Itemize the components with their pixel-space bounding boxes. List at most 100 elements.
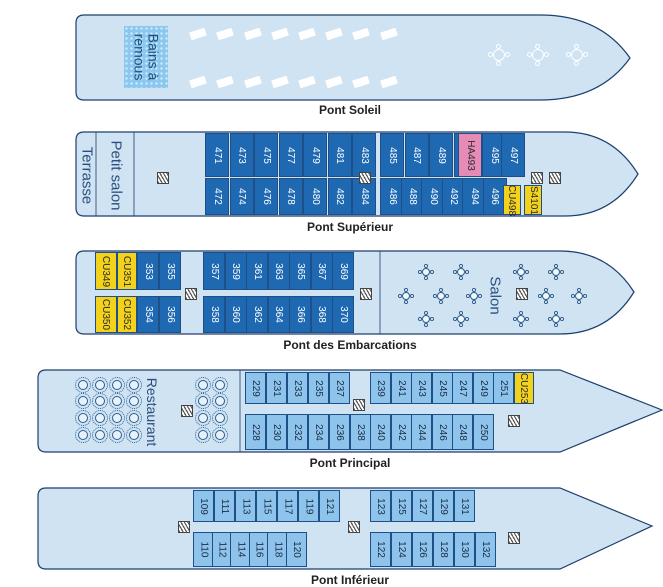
cabin-number: 119 bbox=[302, 498, 314, 514]
cabin-CU352[interactable]: CU352 bbox=[117, 296, 137, 333]
cabin-489[interactable]: 489 bbox=[429, 133, 453, 177]
cabin-128[interactable]: 128 bbox=[433, 532, 454, 567]
cabin-477[interactable]: 477 bbox=[278, 133, 303, 177]
cabin-number: 117 bbox=[281, 498, 293, 514]
cabin-number: 131 bbox=[459, 497, 470, 515]
cabin-number: 115 bbox=[260, 498, 272, 514]
dining-table-icon bbox=[126, 427, 142, 443]
cabin-471[interactable]: 471 bbox=[205, 133, 229, 177]
cabin-353[interactable]: 353 bbox=[137, 252, 159, 290]
dining-table-icon bbox=[212, 377, 228, 393]
cabin-474[interactable]: 474 bbox=[229, 178, 254, 215]
cabin-496[interactable]: 496 bbox=[482, 178, 507, 215]
lounge-table-icon bbox=[538, 288, 554, 304]
cabin-370[interactable]: 370 bbox=[332, 296, 354, 333]
cabin-number: 130 bbox=[459, 541, 470, 558]
stairs-icon bbox=[185, 288, 197, 300]
cabin-HA493[interactable]: HA493 bbox=[458, 133, 482, 177]
lounge-table-icon bbox=[548, 264, 564, 280]
cabin-231[interactable]: 231 bbox=[266, 372, 287, 404]
stairs-icon bbox=[531, 172, 543, 184]
cabin-497[interactable]: 497 bbox=[501, 133, 525, 177]
lounge-table-icon bbox=[433, 288, 449, 304]
deck-label-pont-des-embarcations: Pont des Embarcations bbox=[283, 338, 417, 352]
cabin-235[interactable]: 235 bbox=[308, 372, 329, 404]
cabin-234[interactable]: 234 bbox=[308, 414, 329, 450]
cabin-CU253[interactable]: CU253 bbox=[514, 372, 534, 404]
cabin-125[interactable]: 125 bbox=[391, 490, 412, 522]
cabin-S4101[interactable]: S4101 bbox=[524, 185, 542, 215]
cabin-117[interactable]: 117 bbox=[277, 490, 298, 522]
cabin-479[interactable]: 479 bbox=[303, 133, 327, 177]
cabin-123[interactable]: 123 bbox=[370, 490, 391, 522]
cabin-number: 122 bbox=[375, 541, 386, 558]
cabin-484[interactable]: 484 bbox=[352, 178, 376, 215]
cabin-237[interactable]: 237 bbox=[329, 372, 350, 404]
cabin-354[interactable]: 354 bbox=[137, 296, 159, 333]
cabin-130[interactable]: 130 bbox=[454, 532, 475, 567]
cabin-232[interactable]: 232 bbox=[287, 414, 308, 450]
cabin-CU349[interactable]: CU349 bbox=[95, 252, 117, 290]
stairs-icon bbox=[508, 415, 520, 427]
cabin-131[interactable]: 131 bbox=[454, 490, 475, 522]
cabin-129[interactable]: 129 bbox=[433, 490, 454, 522]
dining-table-icon bbox=[109, 410, 125, 426]
cabin-CU350[interactable]: CU350 bbox=[95, 296, 117, 333]
cabin-355[interactable]: 355 bbox=[159, 252, 181, 290]
cabin-475[interactable]: 475 bbox=[254, 133, 278, 177]
cabin-CU498[interactable]: CU498 bbox=[503, 184, 521, 216]
cabin-109[interactable]: 109 bbox=[193, 490, 214, 522]
cabin-115[interactable]: 115 bbox=[256, 490, 277, 522]
cabin-490[interactable]: 490 bbox=[421, 178, 445, 215]
dining-table-icon bbox=[109, 393, 125, 409]
stairs-icon bbox=[549, 172, 561, 184]
dining-table-icon bbox=[75, 393, 91, 409]
cabin-number: 127 bbox=[417, 497, 428, 515]
cabin-127[interactable]: 127 bbox=[412, 490, 433, 522]
cabin-485[interactable]: 485 bbox=[380, 133, 404, 177]
cabin-480[interactable]: 480 bbox=[303, 178, 327, 215]
stairs-icon bbox=[348, 521, 360, 533]
sun-lounger-table-icon bbox=[566, 44, 588, 66]
cabin-228[interactable]: 228 bbox=[245, 414, 266, 450]
spa-hot-tub[interactable]: Bains à remous bbox=[124, 26, 168, 88]
cabin-356[interactable]: 356 bbox=[159, 296, 181, 333]
cabin-233[interactable]: 233 bbox=[287, 372, 308, 404]
cabin-482[interactable]: 482 bbox=[327, 178, 352, 215]
deck-label-pont-superieur: Pont Supérieur bbox=[306, 220, 393, 234]
lounge-table-icon bbox=[513, 311, 529, 327]
cabin-number: 120 bbox=[290, 541, 302, 558]
cabin-481[interactable]: 481 bbox=[327, 133, 352, 177]
cabin-472[interactable]: 472 bbox=[205, 178, 229, 215]
dining-table-icon bbox=[195, 393, 211, 409]
cabin-487[interactable]: 487 bbox=[404, 133, 429, 177]
cabin-478[interactable]: 478 bbox=[278, 178, 303, 215]
cabin-229[interactable]: 229 bbox=[245, 372, 266, 404]
cabin-251[interactable]: 251 bbox=[493, 372, 514, 404]
cabin-494[interactable]: 494 bbox=[462, 178, 486, 215]
cabin-476[interactable]: 476 bbox=[254, 178, 278, 215]
cabin-113[interactable]: 113 bbox=[235, 490, 256, 522]
cabin-369[interactable]: 369 bbox=[332, 252, 354, 290]
cabin-236[interactable]: 236 bbox=[329, 414, 350, 450]
cabin-CU351[interactable]: CU351 bbox=[117, 252, 137, 290]
dining-table-icon bbox=[109, 377, 125, 393]
cabin-250[interactable]: 250 bbox=[472, 414, 494, 450]
cabin-120[interactable]: 120 bbox=[285, 532, 307, 567]
cabin-124[interactable]: 124 bbox=[391, 532, 412, 567]
cabin-119[interactable]: 119 bbox=[298, 490, 319, 522]
stairs-icon bbox=[353, 399, 365, 411]
cabin-230[interactable]: 230 bbox=[266, 414, 287, 450]
stairs-icon bbox=[181, 405, 193, 417]
lounge-table-icon bbox=[418, 311, 434, 327]
lounge-table-icon bbox=[513, 264, 529, 280]
cabin-number: 132 bbox=[480, 541, 491, 558]
cabin-126[interactable]: 126 bbox=[412, 532, 433, 567]
cabin-122[interactable]: 122 bbox=[370, 532, 391, 567]
cabin-473[interactable]: 473 bbox=[229, 133, 254, 177]
cabin-132[interactable]: 132 bbox=[475, 532, 496, 567]
lounge-table-icon bbox=[466, 288, 482, 304]
cabin-111[interactable]: 111 bbox=[214, 490, 235, 522]
cabin-121[interactable]: 121 bbox=[319, 490, 340, 522]
